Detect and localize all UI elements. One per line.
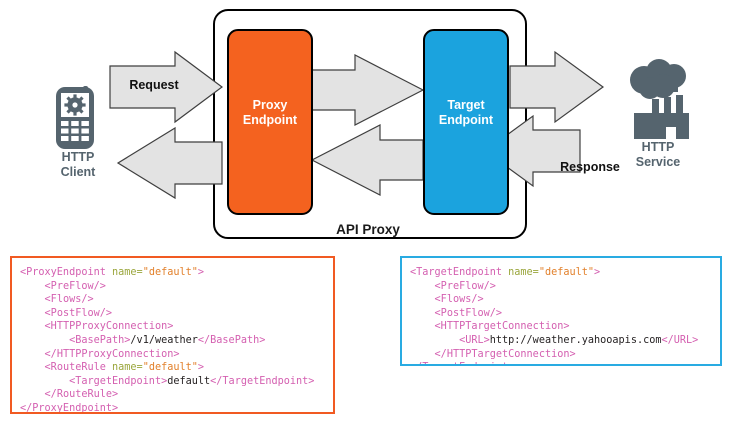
proxy-endpoint-box[interactable] (227, 29, 313, 215)
request-arrow-client-to-proxy (109, 50, 224, 124)
request-arrow-target-to-service (509, 50, 605, 124)
mobile-phone-gear-icon (56, 86, 94, 149)
target-endpoint-code-panel: <TargetEndpoint name="default"> <PreFlow… (400, 256, 722, 366)
response-flow-label: Response (560, 160, 620, 174)
api-proxy-diagram (56, 9, 689, 239)
response-arrow-target-to-proxy (310, 124, 424, 196)
target-endpoint-box[interactable] (423, 29, 509, 215)
proxy-endpoint-code-panel: <ProxyEndpoint name="default"> <PreFlow/… (10, 256, 335, 414)
request-arrow-proxy-to-target (311, 54, 425, 126)
api-proxy-container-label: API Proxy (336, 222, 400, 237)
response-arrow-service-to-target (483, 114, 581, 188)
http-service-label: HTTP Service (635, 140, 681, 169)
proxy-endpoint-xml: <ProxyEndpoint name="default"> <PreFlow/… (20, 267, 315, 414)
target-endpoint-xml: <TargetEndpoint name="default"> <PreFlow… (410, 267, 699, 364)
request-flow-label: Request (129, 78, 179, 92)
factory-cloud-icon (630, 59, 689, 139)
http-client-label: HTTP Client (60, 150, 96, 179)
response-arrow-proxy-to-client (116, 126, 223, 200)
